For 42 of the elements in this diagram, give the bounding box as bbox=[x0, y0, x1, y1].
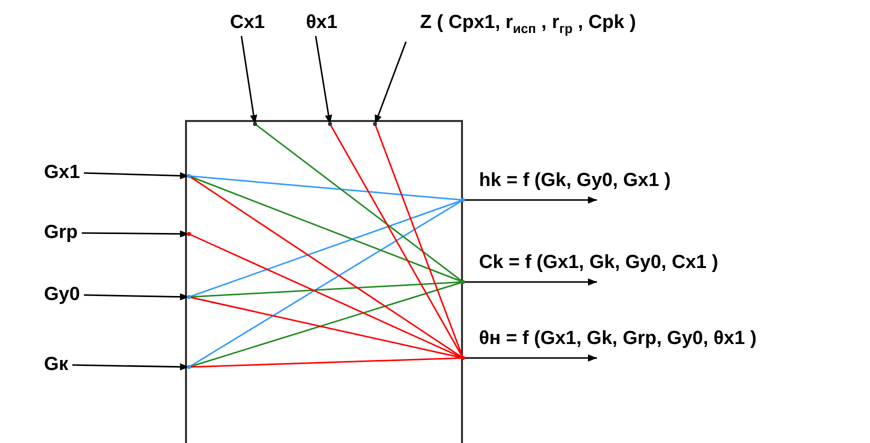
input-label: Grp bbox=[44, 222, 78, 244]
arrow bbox=[314, 36, 332, 124]
input-label: θx1 bbox=[306, 12, 338, 34]
arrow bbox=[463, 354, 597, 362]
arrow bbox=[72, 363, 190, 370]
dependency-line bbox=[374, 124, 464, 358]
dependency-line bbox=[188, 175, 464, 201]
dependency-line bbox=[188, 175, 464, 283]
junction-point bbox=[373, 122, 377, 126]
junction-point bbox=[187, 174, 191, 178]
input-label: Cx1 bbox=[230, 12, 265, 34]
frame-box bbox=[185, 120, 463, 443]
junction-point bbox=[187, 365, 191, 369]
input-label: Gx1 bbox=[44, 162, 80, 184]
junction-point bbox=[187, 232, 191, 236]
dependency-line bbox=[329, 124, 464, 358]
junction-point bbox=[461, 198, 465, 202]
output-formula: hk = f (Gk, Gy0, Gx1 ) bbox=[479, 170, 671, 192]
dependency-line bbox=[188, 175, 464, 359]
arrow bbox=[240, 36, 258, 124]
arrow bbox=[463, 196, 597, 204]
dependency-line bbox=[188, 281, 464, 368]
arrow bbox=[84, 172, 190, 180]
dependency-line bbox=[188, 199, 464, 298]
input-label: Z ( Cpx1, r$_{исп}$ , r$_{гр}$ , Cpk ) bbox=[420, 12, 636, 40]
arrow bbox=[374, 42, 407, 124]
junction-point bbox=[187, 295, 191, 299]
dependency-line bbox=[254, 123, 464, 283]
input-label: Gy0 bbox=[44, 284, 80, 306]
junction-point bbox=[253, 122, 257, 126]
arrow bbox=[463, 278, 597, 286]
dependency-line bbox=[188, 281, 464, 298]
arrow bbox=[84, 293, 190, 300]
junction-point bbox=[461, 280, 465, 284]
input-label: Gк bbox=[44, 354, 68, 376]
dependency-line bbox=[188, 199, 464, 368]
junction-point bbox=[461, 356, 465, 360]
output-formula: θн = f (Gx1, Gk, Grp, Gy0, θx1 ) bbox=[479, 328, 757, 350]
output-formula: Ck = f (Gx1, Gk, Gy0, Cx1 ) bbox=[479, 252, 718, 274]
junction-point bbox=[328, 122, 332, 126]
arrow bbox=[82, 230, 189, 238]
dependency-line bbox=[188, 357, 464, 368]
